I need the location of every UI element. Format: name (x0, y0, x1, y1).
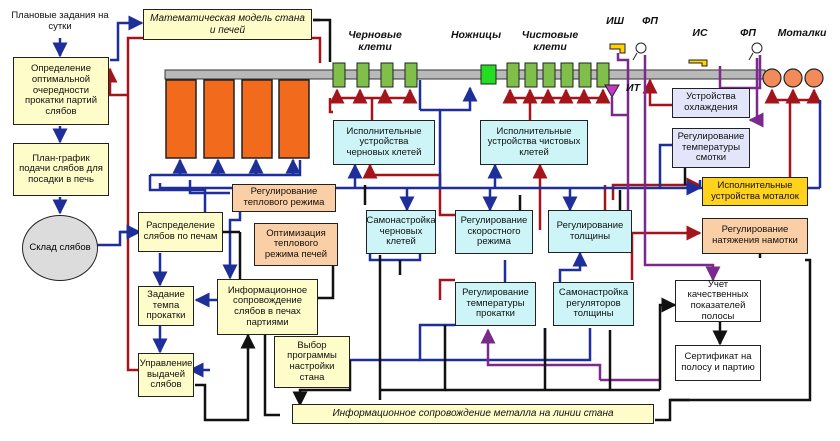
rough-stand-4 (404, 62, 418, 88)
temperature-gauge-it (604, 84, 620, 98)
furnace-4 (278, 79, 310, 159)
temp-regulation-box[interactable]: Регулирование температуры прокатки (455, 282, 536, 326)
caption-ish: ИШ (606, 15, 624, 27)
finish-stand-4 (560, 62, 574, 88)
program-select-box[interactable]: Выбор программы настройки стана (274, 336, 350, 388)
plan-day-label: Плановые задания на сутки (8, 7, 112, 37)
info-furnaces-box[interactable]: Информационное сопровождение слябов в пе… (217, 279, 318, 335)
roller-table (164, 69, 766, 80)
rough-stand-2 (356, 62, 370, 88)
finish-stands (506, 62, 610, 88)
coiler-3 (804, 68, 824, 88)
thickness-regulation-box[interactable]: Регулирование толщины (548, 210, 632, 253)
rough-actuators-box[interactable]: Исполнительные устройства черновых клете… (333, 120, 435, 165)
photometer-fp2 (748, 42, 763, 61)
info-line-box[interactable]: Информационное сопровождение металла на … (292, 404, 654, 424)
rough-stands (332, 62, 418, 88)
caption-shears: Ножницы (450, 29, 502, 41)
photometer-fp1 (632, 42, 647, 61)
coil-temp-box[interactable]: Регулирование температуры смотки (672, 128, 750, 168)
furnace-1 (165, 79, 197, 159)
finish-actuators-box[interactable]: Исполнительные устройства чистовых клете… (480, 120, 588, 165)
coilers (762, 68, 824, 88)
coiler-2 (783, 68, 803, 88)
math-model-box[interactable]: Математическая модель стана и печей (143, 9, 312, 40)
coiler-1 (762, 68, 782, 88)
caption-finish-stands: Чистовые клети (521, 29, 579, 53)
slab-warehouse[interactable]: Склад слябов (22, 215, 98, 281)
caption-fp2: ФП (740, 27, 756, 39)
finish-stand-6 (596, 62, 610, 88)
finish-stand-2 (524, 62, 538, 88)
rough-selftuning-box[interactable]: Самонастройка черновых клетей (366, 210, 436, 254)
slab-distribution-box[interactable]: Распределение слябов по печам (138, 212, 223, 252)
caption-fp1: ФП (642, 15, 658, 27)
heat-optimization-box[interactable]: Оптимизация теплового режима печей (254, 223, 338, 266)
issue-control-box[interactable]: Управление выдачей слябов (138, 353, 194, 397)
coiler-actuators-box[interactable]: Исполнительные устройства моталок (702, 177, 808, 206)
thickness-gauge-ish (609, 43, 626, 54)
rough-stand-1 (332, 62, 346, 88)
finish-stand-3 (542, 62, 556, 88)
furnace-2 (203, 79, 235, 159)
finish-stand-5 (578, 62, 592, 88)
cooling-box[interactable]: Устройства охлаждения (672, 88, 750, 118)
opt-order-box[interactable]: Определение оптимальной очередности прок… (13, 57, 109, 125)
caption-rough-stands: Черновые клети (348, 29, 402, 53)
reheating-furnaces (165, 79, 310, 159)
caption-is: ИС (692, 27, 708, 39)
heat-regulation-box[interactable]: Регулирование теплового режима (232, 184, 336, 212)
quality-box[interactable]: Учет качественных показателей полосы (675, 279, 761, 322)
caption-it: ИТ (626, 82, 640, 94)
finish-stand-1 (506, 62, 520, 88)
plan-schedule-box[interactable]: План-график подачи слябов для посадки в … (13, 143, 109, 196)
rolling-rate-box[interactable]: Задание темпа прокатки (138, 286, 194, 326)
furnace-3 (241, 79, 273, 159)
speed-regulation-box[interactable]: Регулирование скоростного режима (455, 210, 533, 254)
certificate-box[interactable]: Сертификат на полосу и партию (675, 345, 761, 381)
width-gauge-is (688, 59, 708, 67)
thickness-selftuning-box[interactable]: Самонастройка регуляторов толщины (553, 282, 634, 326)
rough-stand-3 (380, 62, 394, 88)
caption-coilers: Моталки (777, 27, 827, 39)
tension-regulation-box[interactable]: Регулирование натяжения намотки (702, 218, 808, 254)
shears (480, 64, 497, 85)
